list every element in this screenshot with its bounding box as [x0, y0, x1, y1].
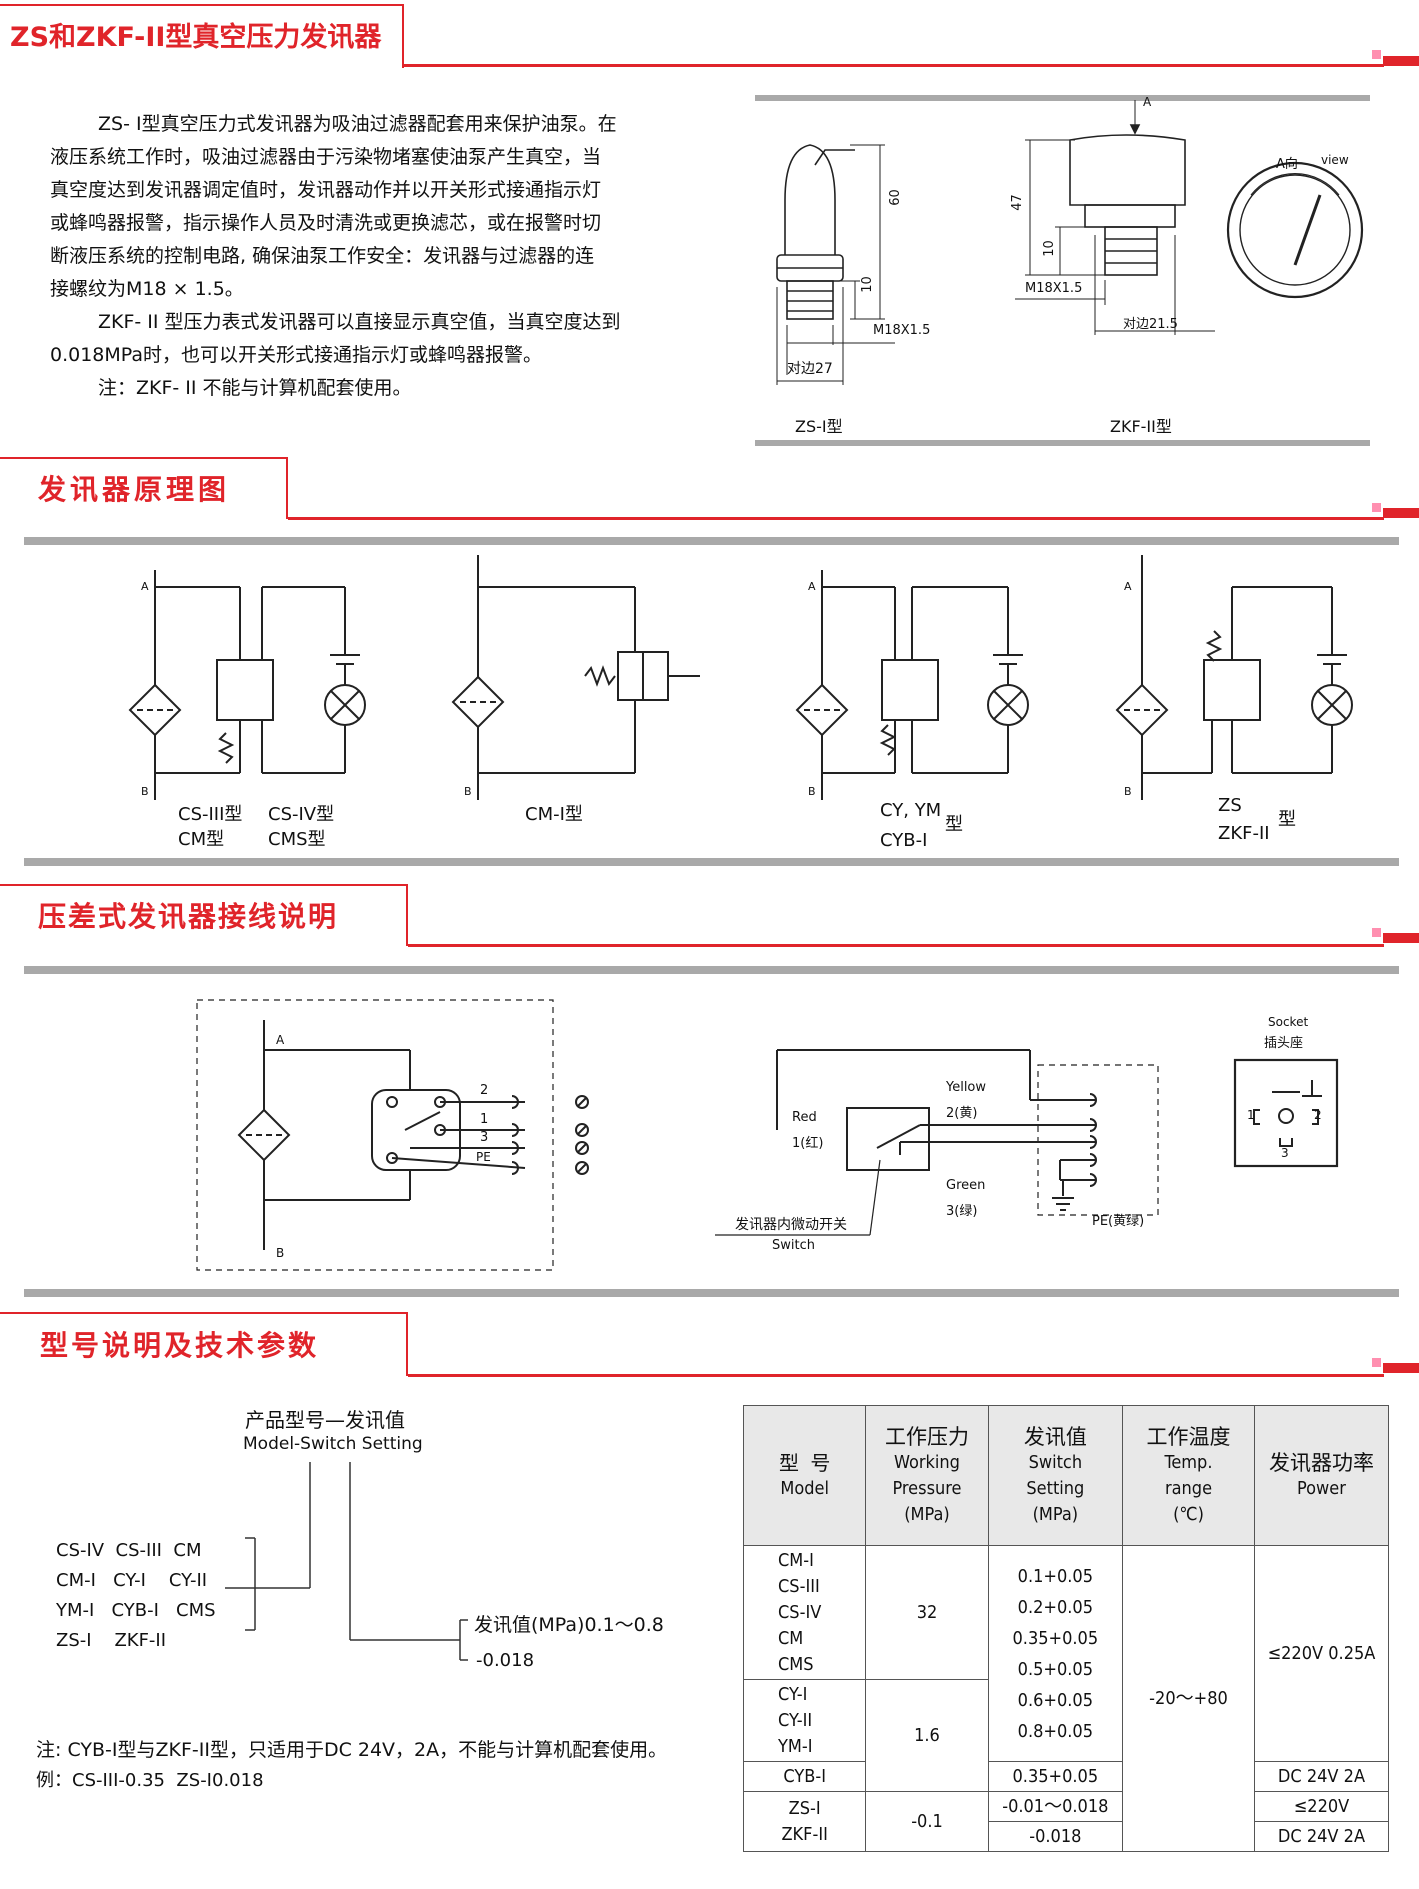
table-row: ZS-I ZKF-II -0.1 -0.01～0.018 ≤220V: [742, 1791, 1390, 1852]
col-setting: 发讯值 Switch Setting (MPa): [987, 1405, 1124, 1546]
dimension-drawing: 60 10 M18X1.5 对边27 ZS-I型 A 47 10 M18X1.5…: [755, 95, 1370, 450]
schematic-lines: [128, 555, 1353, 800]
gauge-outer: [1226, 161, 1364, 299]
zkf-body-outline: [1069, 134, 1186, 206]
zkf-hex: [1084, 204, 1176, 228]
zs-body-outline: [784, 144, 836, 255]
col-power: 发讯器功率 Power: [1253, 1405, 1390, 1546]
filter-symbol-2: [451, 675, 505, 729]
col-temp: 工作温度 Temp. range (℃): [1122, 1405, 1255, 1546]
wiring-lines: [196, 999, 1339, 1271]
micro-switch: [846, 1107, 930, 1171]
section-title-3: 压差式发讯器接线说明: [0, 884, 408, 946]
wiring-frame-left: [196, 999, 554, 1271]
spec-table: 型 号 Model 工作压力 Working Pressure (MPa) 发讯…: [742, 1405, 1390, 1852]
table-row: CM-I CS-III CS-IV CM CMS 32 0.1+0.05 0.2…: [742, 1545, 1390, 1852]
section-vacuum-switch: ZS和ZKF-II型真空压力发讯器 ZS- I型真空压力式发讯器为吸油过滤器配套…: [0, 0, 1419, 450]
section-title-2: 发讯器原理图: [0, 457, 288, 519]
connector-frame: [1037, 1064, 1159, 1216]
filter-symbol-4: [1115, 683, 1169, 737]
gauge-needle: [1293, 194, 1322, 266]
section-title-4: 型号说明及技术参数: [0, 1312, 408, 1376]
switch-box-1: [216, 659, 274, 721]
model-code-diagram: 产品型号—发讯值 Model-Switch Setting CS-IV CS-I…: [0, 1390, 740, 1810]
col-model: 型 号 Model: [742, 1405, 867, 1546]
section-title-1: ZS和ZKF-II型真空压力发讯器: [0, 4, 404, 68]
section-schematics: 发讯器原理图: [0, 455, 1419, 875]
col-pressure: 工作压力 Working Pressure (MPa): [865, 1405, 989, 1546]
filter-symbol-3: [795, 683, 849, 737]
socket-symbol: [1233, 1058, 1339, 1168]
switch-box-3: [881, 659, 939, 721]
filter-symbol-1: [128, 683, 182, 737]
zs-thread: [786, 280, 834, 320]
model-code-lines: [225, 1462, 468, 1661]
switch-box-4: [1203, 659, 1261, 721]
drawing-lines: [776, 100, 1364, 385]
table-row: CYB-I 0.35+0.05 DC 24V 2A: [742, 1761, 1390, 1792]
section-wiring: 压差式发讯器接线说明: [0, 880, 1419, 1300]
intro-text: ZS- I型真空压力式发讯器为吸油过滤器配套用来保护油泵。在 液压系统工作时，吸…: [50, 113, 621, 399]
section-model-specs: 型号说明及技术参数: [0, 1308, 1419, 1889]
table-row: -0.018 DC 24V 2A: [744, 1821, 1390, 1852]
